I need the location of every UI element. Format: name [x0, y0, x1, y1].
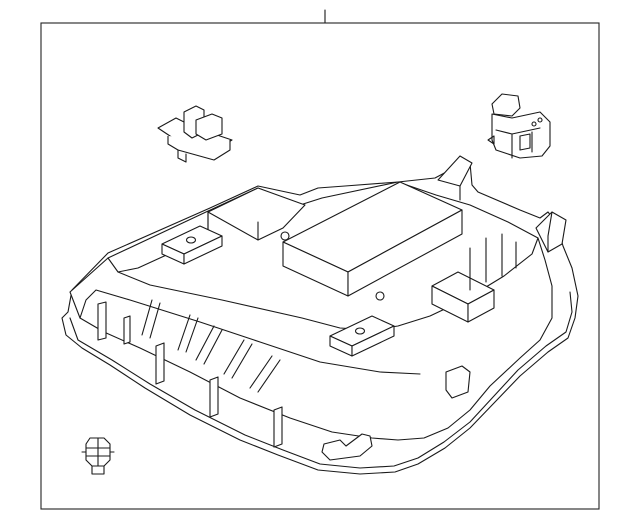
- overhead-console-housing: [61, 155, 579, 475]
- clip-bracket: [157, 105, 233, 163]
- switch-connector: [487, 93, 551, 159]
- bulb-socket: [81, 437, 115, 475]
